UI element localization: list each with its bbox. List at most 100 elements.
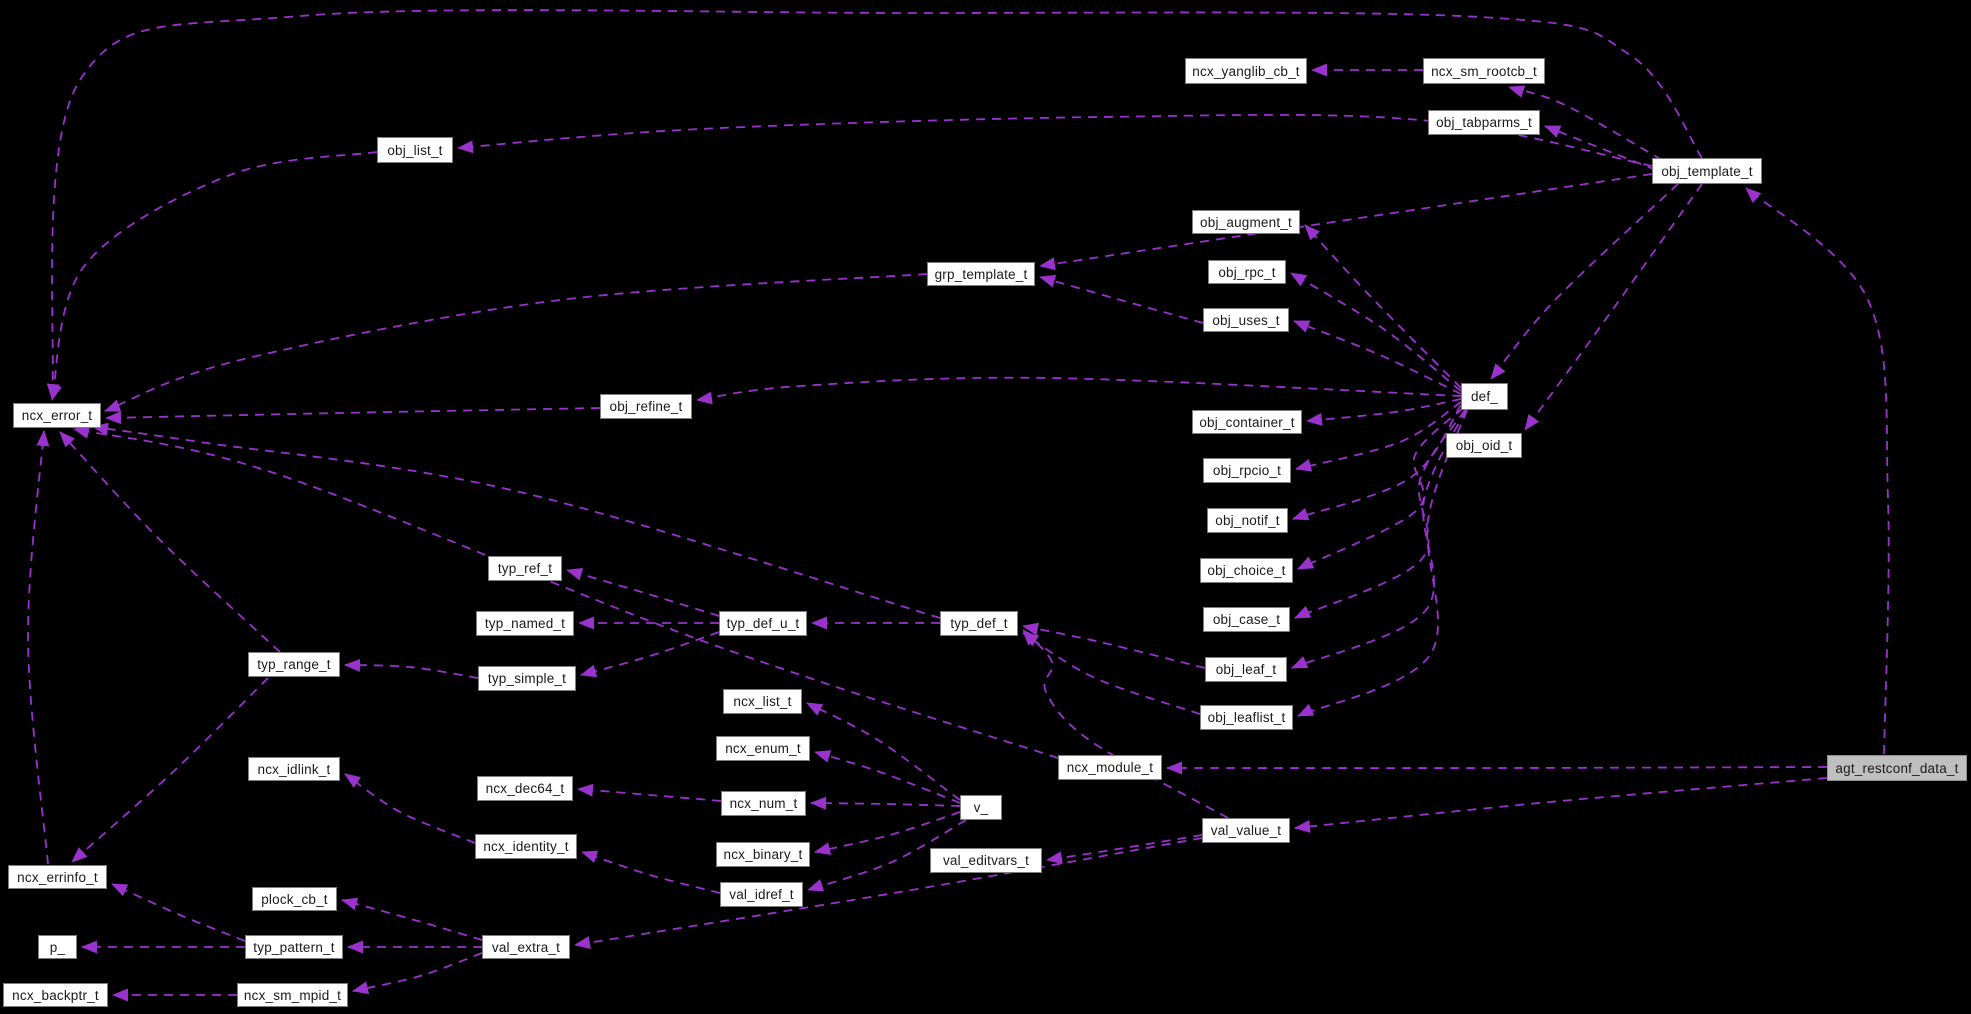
edge-typ_simple_t-to-typ_range_t bbox=[344, 658, 479, 679]
node-label: ncx_sm_rootcb_t bbox=[1431, 63, 1537, 79]
edge-obj_template_t-to-ncx_sm_rootcb_t bbox=[1508, 85, 1663, 161]
edge-v_-to-ncx_num_t bbox=[810, 796, 961, 810]
edge-obj_template_t-to-obj_list_t bbox=[457, 113, 1653, 167]
edge-obj_refine_t-to-ncx_error_t bbox=[105, 407, 601, 425]
node-label: ncx_dec64_t bbox=[485, 781, 565, 796]
node-obj_rpcio_t[interactable]: obj_rpcio_t bbox=[1203, 458, 1291, 483]
edge-obj_list_t-to-ncx_error_t bbox=[49, 151, 378, 401]
edge-def_-to-obj_leaf_t bbox=[1291, 409, 1467, 669]
node-label: ncx_num_t bbox=[729, 796, 798, 811]
node-label: p_ bbox=[49, 939, 66, 955]
node-label: ncx_identity_t bbox=[483, 839, 569, 854]
node-label: agt_restconf_data_t bbox=[1835, 760, 1959, 776]
node-label: obj_leaflist_t bbox=[1207, 710, 1286, 725]
node-obj_refine_t[interactable]: obj_refine_t bbox=[600, 394, 692, 419]
node-val_editvars_t[interactable]: val_editvars_t bbox=[930, 848, 1042, 873]
node-obj_notif_t[interactable]: obj_notif_t bbox=[1207, 508, 1288, 533]
edge-typ_def_t-to-ncx_error_t bbox=[92, 422, 941, 619]
node-obj_leaflist_t[interactable]: obj_leaflist_t bbox=[1200, 705, 1293, 730]
node-ncx_error_t[interactable]: ncx_error_t bbox=[13, 403, 101, 428]
edge-def_-to-obj_uses_t bbox=[1293, 320, 1462, 395]
node-typ_def_t[interactable]: typ_def_t bbox=[940, 611, 1018, 636]
edge-obj_uses_t-to-grp_template_t bbox=[1039, 274, 1204, 324]
node-label: typ_def_u_t bbox=[726, 616, 800, 631]
node-grp_template_t[interactable]: grp_template_t bbox=[927, 262, 1035, 286]
node-obj_container_t[interactable]: obj_container_t bbox=[1192, 410, 1302, 434]
node-ncx_list_t[interactable]: ncx_list_t bbox=[723, 689, 802, 714]
node-agt_restconf_data_t[interactable]: agt_restconf_data_t bbox=[1827, 755, 1967, 781]
node-typ_pattern_t[interactable]: typ_pattern_t bbox=[245, 935, 343, 959]
node-v_[interactable]: v_ bbox=[960, 795, 1002, 820]
node-label: obj_case_t bbox=[1212, 612, 1281, 627]
node-p_[interactable]: p_ bbox=[38, 935, 77, 959]
node-obj_oid_t[interactable]: obj_oid_t bbox=[1446, 433, 1522, 458]
node-typ_simple_t[interactable]: typ_simple_t bbox=[478, 666, 576, 691]
node-label: typ_pattern_t bbox=[253, 939, 335, 955]
node-val_idref_t[interactable]: val_idref_t bbox=[720, 882, 803, 907]
node-label: obj_notif_t bbox=[1215, 513, 1280, 528]
node-label: obj_container_t bbox=[1199, 414, 1295, 430]
node-obj_leaf_t[interactable]: obj_leaf_t bbox=[1205, 657, 1287, 682]
node-val_extra_t[interactable]: val_extra_t bbox=[482, 935, 570, 959]
edge-agt_restconf_data_t-to-obj_template_t bbox=[1745, 187, 1890, 755]
node-ncx_enum_t[interactable]: ncx_enum_t bbox=[716, 736, 810, 761]
node-label: obj_augment_t bbox=[1200, 214, 1292, 230]
node-typ_range_t[interactable]: typ_range_t bbox=[248, 652, 340, 677]
edge-def_-to-obj_choice_t bbox=[1297, 407, 1464, 570]
edge-obj_leaf_t-to-typ_def_t bbox=[1022, 622, 1206, 669]
node-label: obj_list_t bbox=[387, 142, 443, 158]
node-obj_rpc_t[interactable]: obj_rpc_t bbox=[1208, 260, 1286, 284]
node-val_value_t[interactable]: val_value_t bbox=[1202, 818, 1290, 843]
node-ncx_module_t[interactable]: ncx_module_t bbox=[1058, 755, 1162, 780]
node-label: val_editvars_t bbox=[942, 853, 1030, 868]
node-ncx_sm_mpid_t[interactable]: ncx_sm_mpid_t bbox=[237, 983, 348, 1007]
node-label: v_ bbox=[973, 800, 989, 815]
edge-def_-to-obj_refine_t bbox=[696, 376, 1462, 405]
edge-ncx_module_t-to-ncx_error_t bbox=[73, 425, 1059, 759]
node-obj_list_t[interactable]: obj_list_t bbox=[377, 137, 453, 163]
node-ncx_identity_t[interactable]: ncx_identity_t bbox=[475, 834, 577, 859]
edge-typ_range_t-to-ncx_errinfo_t bbox=[71, 677, 269, 863]
node-ncx_num_t[interactable]: ncx_num_t bbox=[721, 791, 806, 816]
node-label: obj_refine_t bbox=[609, 399, 683, 414]
node-obj_uses_t[interactable]: obj_uses_t bbox=[1203, 308, 1289, 332]
node-ncx_sm_rootcb_t[interactable]: ncx_sm_rootcb_t bbox=[1423, 58, 1545, 84]
node-label: obj_template_t bbox=[1661, 163, 1753, 179]
edge-val_extra_t-to-ncx_sm_mpid_t bbox=[352, 952, 483, 995]
node-ncx_yanglib_cb_t[interactable]: ncx_yanglib_cb_t bbox=[1185, 58, 1307, 84]
edge-obj_template_t-to-def_ bbox=[1490, 183, 1679, 380]
node-typ_ref_t[interactable]: typ_ref_t bbox=[488, 556, 562, 581]
node-ncx_binary_t[interactable]: ncx_binary_t bbox=[716, 842, 810, 867]
node-obj_augment_t[interactable]: obj_augment_t bbox=[1192, 210, 1300, 234]
edge-typ_def_u_t-to-typ_ref_t bbox=[566, 568, 720, 617]
edge-val_extra_t-to-plock_cb_t bbox=[341, 897, 483, 941]
node-label: obj_tabparms_t bbox=[1436, 115, 1532, 130]
node-obj_template_t[interactable]: obj_template_t bbox=[1652, 158, 1762, 184]
node-label: ncx_error_t bbox=[21, 408, 93, 423]
edge-ncx_identity_t-to-ncx_idlink_t bbox=[344, 773, 476, 844]
node-def_[interactable]: def_ bbox=[1461, 383, 1508, 410]
edge-typ_range_t-to-ncx_error_t bbox=[59, 431, 281, 653]
edge-val_value_t-to-val_editvars_t bbox=[1046, 834, 1203, 865]
edge-ncx_num_t-to-ncx_dec64_t bbox=[577, 783, 722, 802]
node-obj_choice_t[interactable]: obj_choice_t bbox=[1200, 558, 1293, 583]
edge-def_-to-obj_rpcio_t bbox=[1295, 401, 1462, 472]
node-typ_named_t[interactable]: typ_named_t bbox=[476, 611, 574, 636]
node-label: obj_rpcio_t bbox=[1212, 463, 1282, 478]
node-obj_case_t[interactable]: obj_case_t bbox=[1203, 607, 1290, 632]
node-ncx_errinfo_t[interactable]: ncx_errinfo_t bbox=[8, 865, 107, 889]
node-label: val_extra_t bbox=[491, 939, 561, 955]
node-label: ncx_idlink_t bbox=[257, 761, 331, 777]
node-label: obj_choice_t bbox=[1207, 563, 1286, 578]
node-label: obj_uses_t bbox=[1212, 312, 1280, 328]
node-ncx_dec64_t[interactable]: ncx_dec64_t bbox=[477, 776, 573, 801]
node-label: def_ bbox=[1470, 389, 1499, 404]
node-typ_def_u_t[interactable]: typ_def_u_t bbox=[719, 611, 807, 636]
node-plock_cb_t[interactable]: plock_cb_t bbox=[252, 887, 337, 911]
edge-def_-to-obj_container_t bbox=[1306, 398, 1462, 426]
node-obj_tabparms_t[interactable]: obj_tabparms_t bbox=[1428, 110, 1540, 135]
node-ncx_idlink_t[interactable]: ncx_idlink_t bbox=[248, 757, 340, 781]
edge-obj_template_t-to-obj_oid_t bbox=[1524, 183, 1703, 431]
node-ncx_backptr_t[interactable]: ncx_backptr_t bbox=[3, 983, 108, 1007]
